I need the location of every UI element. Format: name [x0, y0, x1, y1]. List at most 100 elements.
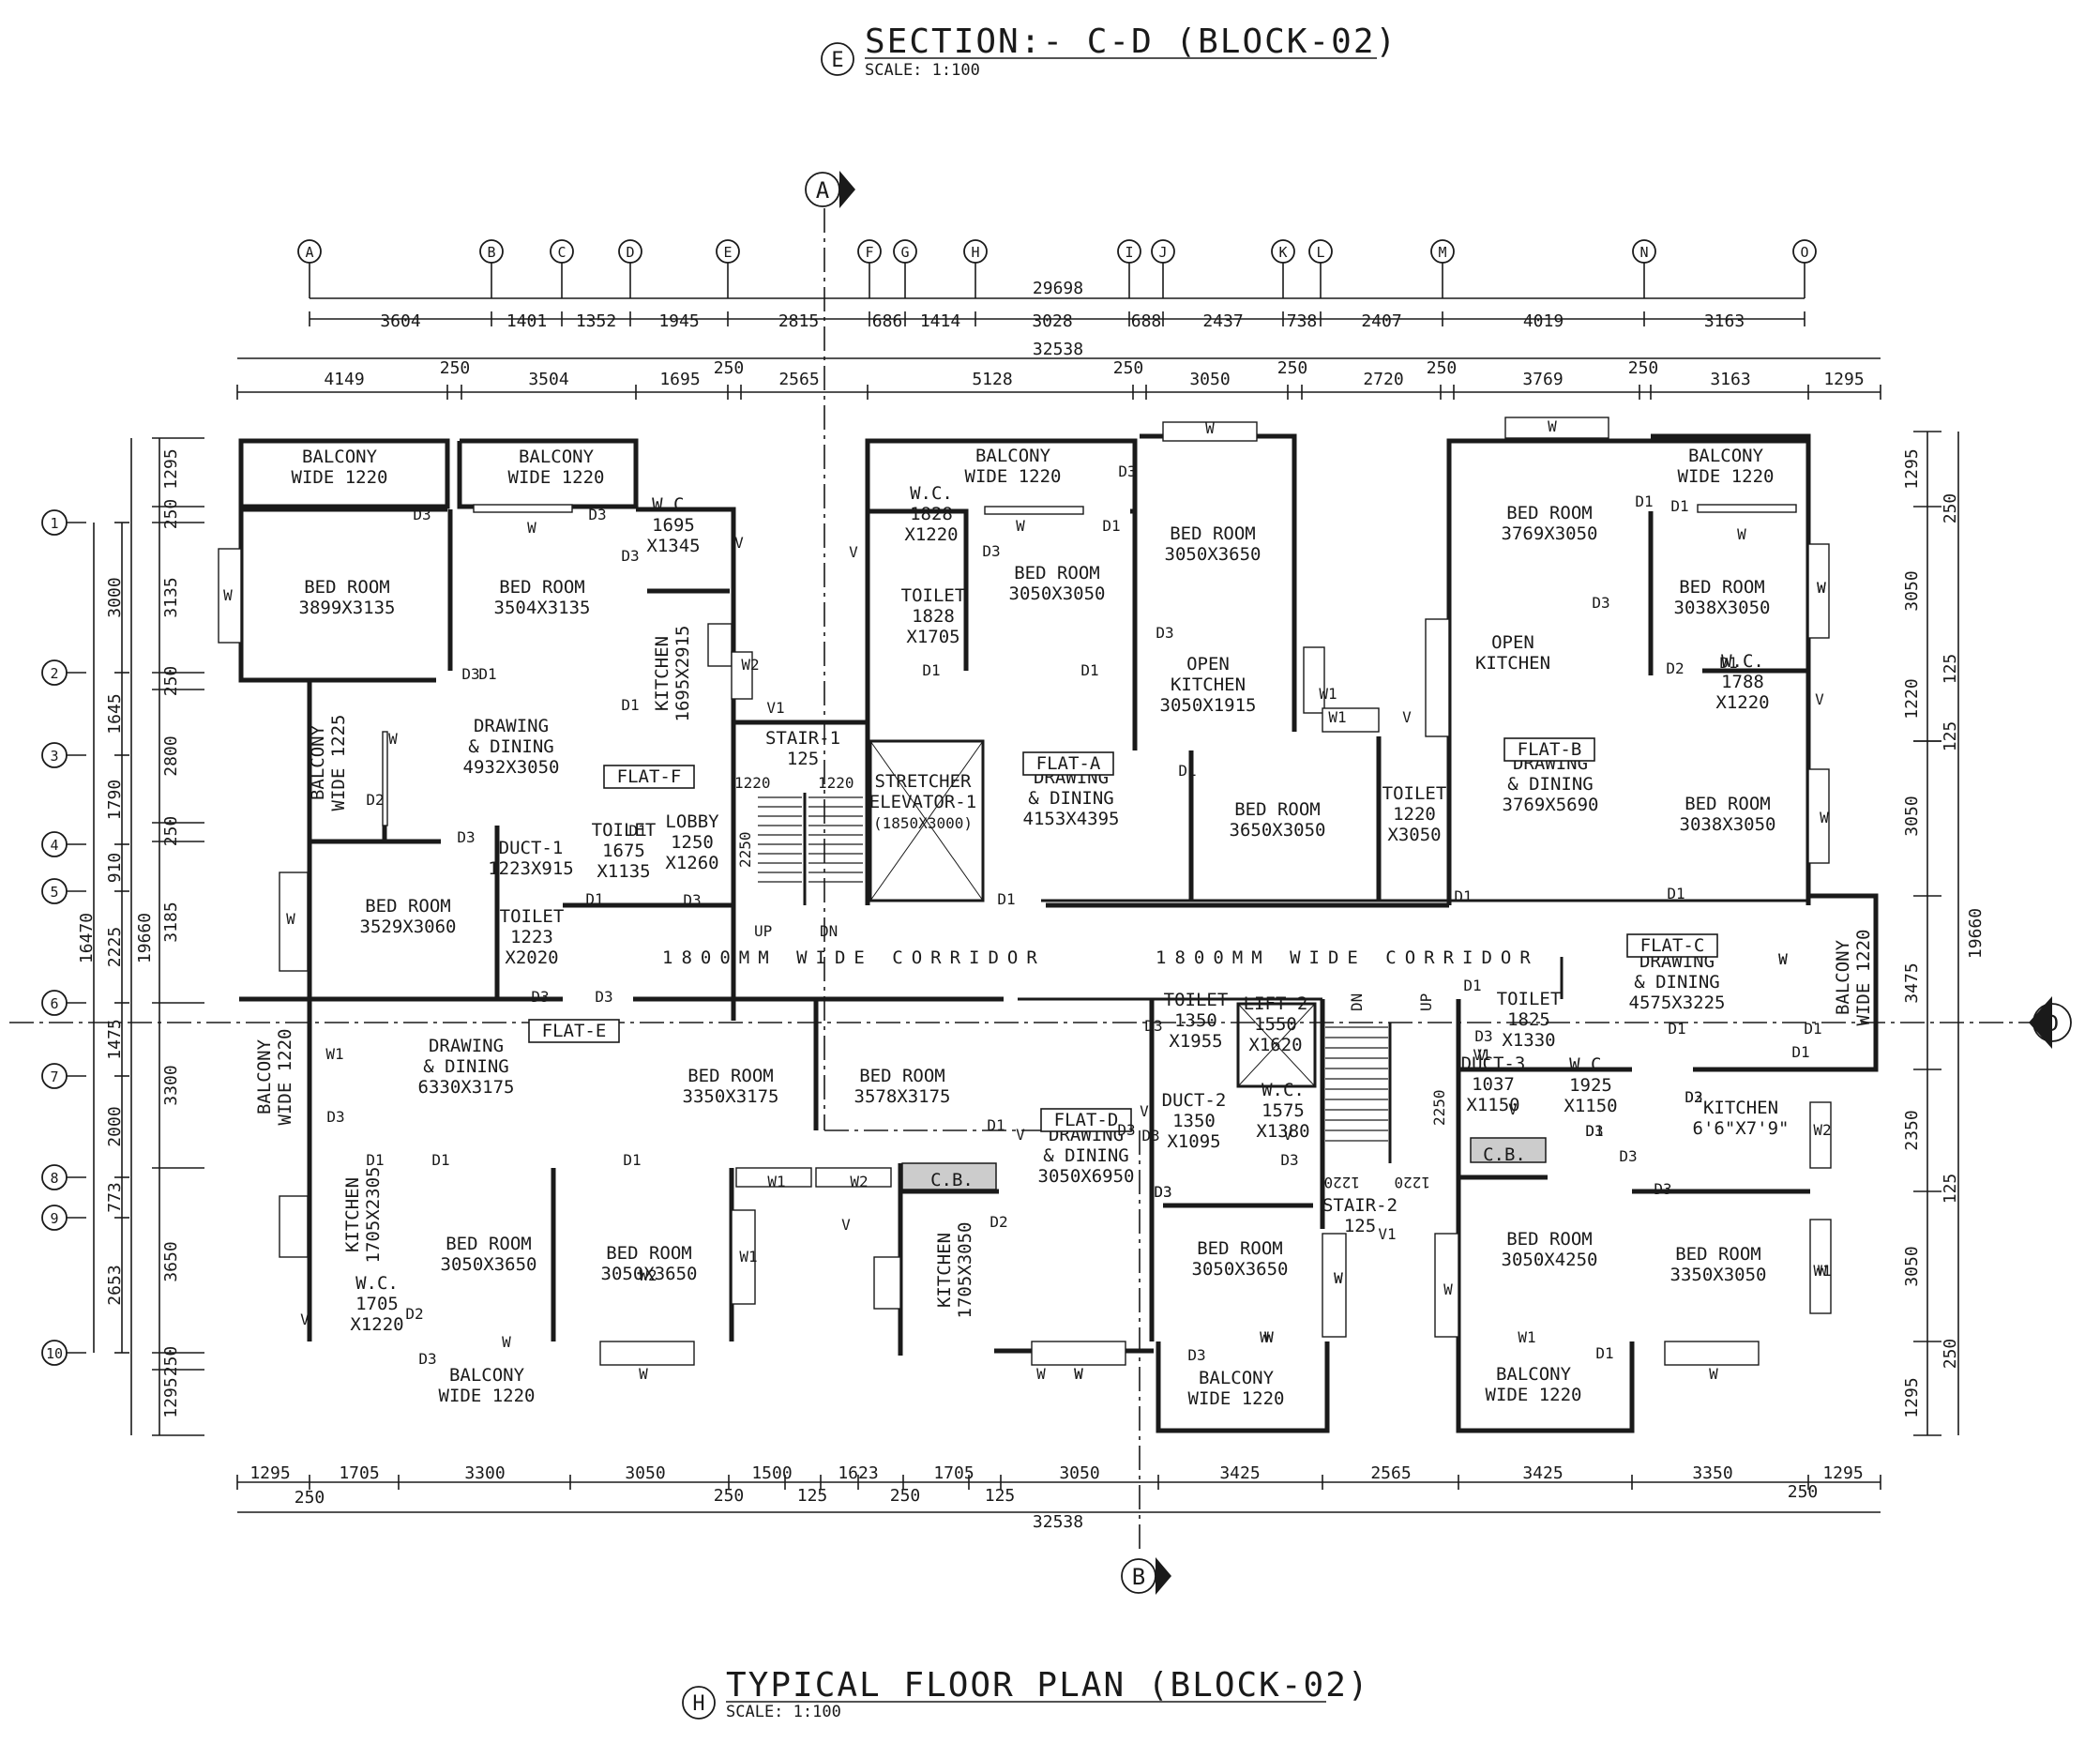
dim-left-outer-value: 250 [161, 1346, 181, 1377]
room-label-line: DUCT-2 [1162, 1090, 1227, 1111]
room-label-line: 1350 [1174, 1010, 1217, 1031]
room-label-line: X1220 [350, 1314, 403, 1335]
room-label-line: W.C. [1721, 651, 1764, 672]
room-label-line: BALCONY [1833, 939, 1853, 1015]
flat-tag-label: FLAT-A [1036, 753, 1101, 774]
window-frame [731, 651, 753, 700]
room-label-line: WIDE 1220 [965, 466, 1062, 487]
flat-tag-box [1626, 933, 1718, 958]
grid-label-top: D [626, 244, 634, 261]
grid-label-top: M [1438, 244, 1446, 261]
dim-bottom-row1-value: 3425 [1219, 1463, 1260, 1483]
room-label-line: 1828 [912, 606, 955, 627]
room-label-line: 3038X3050 [1674, 598, 1771, 618]
grid-label-left: 7 [50, 1069, 58, 1085]
dim-bottom-row1-value: 1705 [933, 1463, 974, 1483]
dim-right-inner-value: 250 [1941, 1339, 1960, 1370]
dim-left-inner-value: 773 [105, 1182, 125, 1213]
wall-flat-a-bed [1130, 508, 1138, 750]
room-label-line: 3050X3650 [441, 1254, 537, 1275]
door-tag: D3 [1585, 1122, 1603, 1140]
section-scale: SCALE: 1:100 [865, 61, 980, 80]
room-label-line: BED ROOM [1234, 799, 1321, 820]
window-frame [1664, 1341, 1760, 1366]
window-tag: W [639, 1365, 648, 1383]
room-label-line: BALCONY [1199, 1368, 1275, 1388]
room-label-line: X1150 [1466, 1095, 1519, 1115]
grid-label-top: I [1125, 244, 1133, 261]
window-tag: W [527, 519, 536, 537]
room-label-line: BALCONY [254, 1038, 275, 1114]
window-frame [984, 506, 1084, 515]
door-tag: D3 [418, 1350, 436, 1368]
lift-2-box [1236, 1002, 1317, 1088]
window-tag: W [1334, 1269, 1343, 1287]
window-tag: W [223, 586, 233, 604]
door-tag: D3 [461, 665, 479, 683]
door-tag: D2 [1685, 1088, 1702, 1106]
dim-right-inner-value: 125 [1941, 721, 1960, 752]
section-cut-lines: A B D [9, 171, 2072, 1595]
window-frame [815, 1167, 892, 1188]
stair-1-dim-left: 1220 [734, 774, 771, 792]
grid-label-top: B [487, 244, 495, 261]
grid-label-top: J [1158, 244, 1167, 261]
dim-top-row3-value: 250 [440, 358, 471, 378]
room-label-line: 1695X2915 [672, 626, 693, 722]
stair-2-dn: DN [1348, 993, 1366, 1011]
room-label-line: 3050X3050 [1009, 584, 1106, 604]
door-tag: D3 [1144, 1017, 1162, 1035]
grid-label-left: 5 [50, 884, 58, 901]
window-frames [218, 417, 1832, 1366]
room-label-line: BED ROOM [687, 1066, 774, 1086]
dim-top-row3-value: 4149 [324, 370, 364, 389]
wall-flat-a-wcs [868, 508, 969, 671]
room-label-line: WIDE 1220 [1188, 1388, 1285, 1409]
room-label-line: BED ROOM [1679, 577, 1765, 598]
door-tag: D1 [623, 1151, 641, 1169]
room-label-line: W.C. [1262, 1080, 1305, 1100]
door-tag: D1 [366, 1151, 384, 1169]
room-label-line: 1675 [602, 841, 645, 861]
door-tag: D3 [1685, 1088, 1702, 1106]
room-label-line: TOILET [500, 906, 565, 927]
door-tag: D3 [531, 988, 549, 1006]
room-label-line: LIFT-2 [1244, 993, 1308, 1014]
door-tag: D3 [683, 891, 701, 909]
room-label-line: 3769X3050 [1502, 523, 1598, 544]
window-frame [1807, 768, 1830, 864]
window-tag: W1 [1813, 1262, 1831, 1280]
door-tag: D1 [1635, 493, 1653, 510]
window-tag: W [388, 730, 398, 748]
dim-top-row3-value: 3769 [1522, 370, 1563, 389]
room-label-line: DRAWING [429, 1036, 504, 1056]
door-tag: D3 [1619, 1147, 1637, 1165]
room-label-line: X1150 [1564, 1096, 1617, 1116]
room-label-line: X1220 [904, 524, 958, 545]
door-tag: D1 [478, 665, 496, 683]
room-label-line: WIDE 1220 [439, 1386, 536, 1406]
grid-label-top: H [971, 244, 979, 261]
dim-right-outer-value: 3050 [1902, 1246, 1922, 1286]
door-tag: D1 [987, 1116, 1005, 1134]
room-label-line: ELEVATOR-1 [869, 792, 976, 812]
window-tag: V1 [1473, 1046, 1490, 1064]
room-label-line: & DINING [468, 736, 554, 757]
